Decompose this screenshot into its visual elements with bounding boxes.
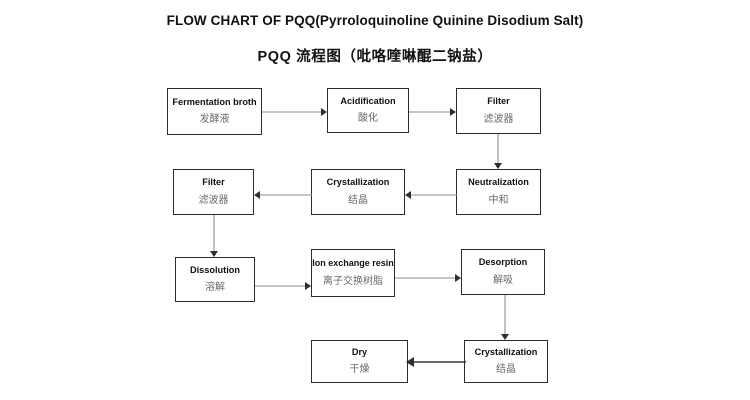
- node-filter-row2[interactable]: Filter 滤波器: [173, 169, 254, 215]
- node-label-en: Ion exchange resin: [312, 258, 394, 269]
- node-label-en: Filter: [202, 177, 225, 188]
- edge-dissolution-to-ion-exchange: [255, 282, 311, 290]
- edge-desorption-to-crystallization: [501, 295, 509, 340]
- node-label-zh: 中和: [488, 194, 509, 206]
- node-ion-exchange-resin[interactable]: Ion exchange resin 离子交换树脂: [311, 249, 395, 297]
- node-label-zh: 解吸: [493, 274, 513, 286]
- node-label-en: Crystallization: [326, 177, 390, 188]
- node-label-en: Dry: [351, 346, 368, 357]
- node-label-zh: 结晶: [348, 194, 368, 206]
- node-label-en: Dissolution: [189, 264, 241, 275]
- node-label-zh: 结晶: [496, 364, 516, 376]
- node-crystallization-row4[interactable]: Crystallization 结晶: [464, 340, 548, 383]
- node-label-en: Fermentation broth: [172, 96, 257, 107]
- edge-fermentation-to-acidification: [262, 108, 327, 116]
- node-label-zh: 离子交换树脂: [323, 275, 383, 287]
- node-neutralization[interactable]: Neutralization 中和: [456, 169, 541, 215]
- node-dry[interactable]: Dry 干燥: [311, 340, 408, 383]
- node-label-zh: 滤波器: [198, 194, 229, 206]
- page-title-english: FLOW CHART OF PQQ(Pyrroloquinoline Quini…: [166, 13, 584, 28]
- node-acidification[interactable]: Acidification 酸化: [327, 88, 409, 133]
- node-label-zh: 干燥: [349, 364, 370, 376]
- node-dissolution[interactable]: Dissolution 溶解: [175, 257, 255, 302]
- node-label-en: Neutralization: [468, 177, 529, 188]
- node-label-zh: 酸化: [358, 113, 378, 125]
- edge-filter-to-dissolution: [210, 215, 218, 257]
- node-label-en: Desorption: [478, 257, 528, 268]
- node-label-zh: 发酵液: [199, 114, 230, 126]
- edge-filter-to-neutralization: [494, 134, 502, 169]
- node-crystallization-row2[interactable]: Crystallization 结晶: [311, 169, 405, 215]
- node-fermentation-broth[interactable]: Fermentation broth 发酵液: [167, 88, 262, 135]
- node-label-en: Filter: [487, 96, 510, 107]
- node-label-en: Acidification: [340, 95, 396, 106]
- node-label-zh: 滤波器: [483, 113, 514, 125]
- node-filter-row1[interactable]: Filter 滤波器: [456, 88, 541, 134]
- page-title-chinese: PQQ 流程图（吡咯喹啉醌二钠盐）: [257, 49, 493, 65]
- node-desorption[interactable]: Desorption 解吸: [461, 249, 545, 295]
- edge-acidification-to-filter: [409, 108, 456, 116]
- node-label-en: Crystallization: [474, 346, 538, 357]
- edge-ion-exchange-to-desorption: [395, 274, 461, 282]
- edge-neutralization-to-crystallization: [405, 191, 457, 199]
- edge-crystallization-to-dry: [406, 357, 466, 367]
- edge-crystallization-to-filter: [254, 191, 312, 199]
- node-label-zh: 溶解: [205, 282, 225, 294]
